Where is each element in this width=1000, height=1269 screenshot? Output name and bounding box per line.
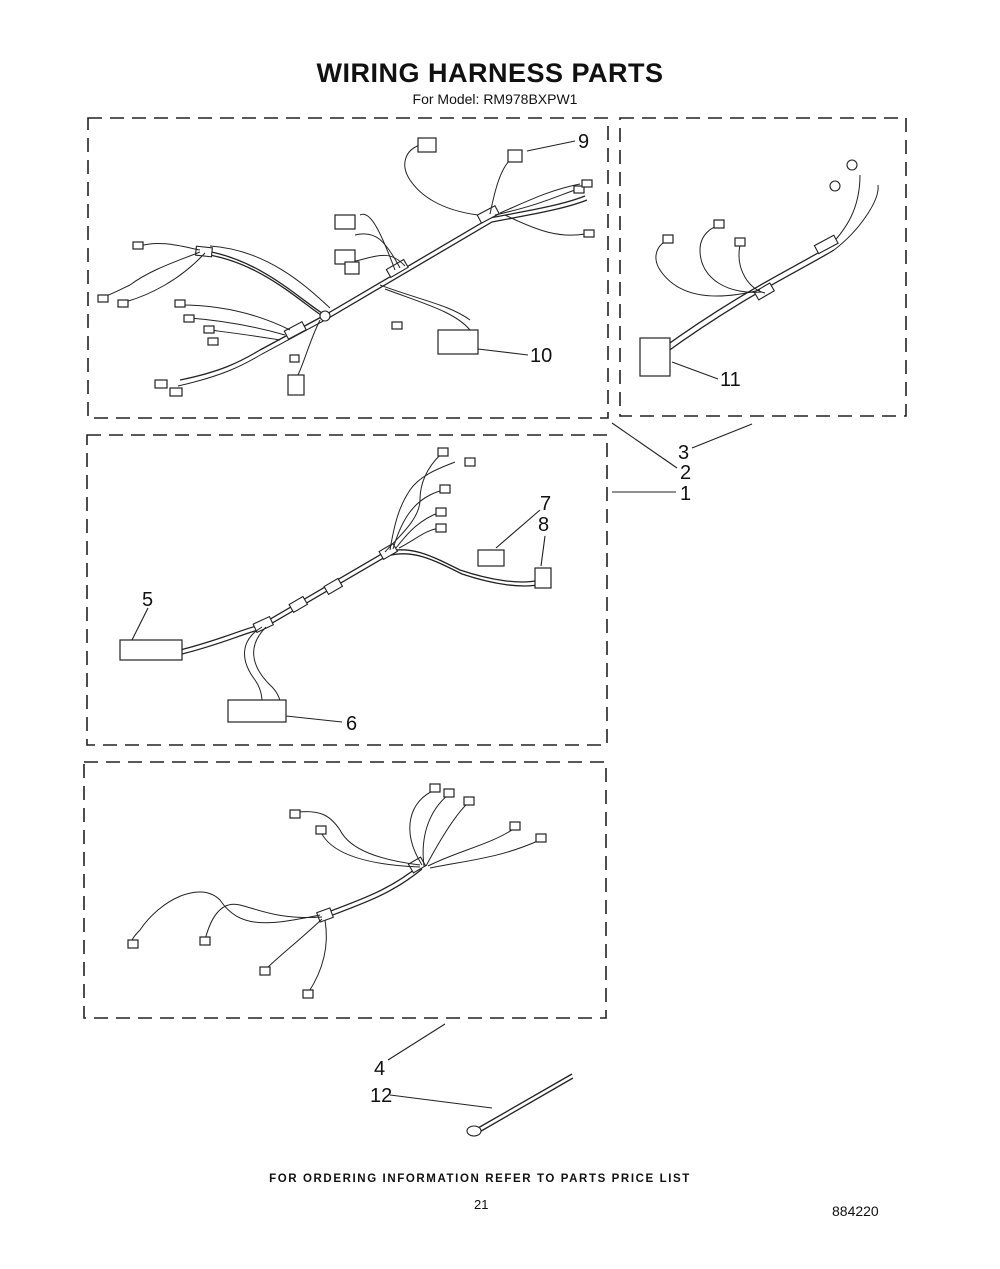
callout-11: 11 (720, 369, 741, 391)
callout-3: 3 (678, 442, 689, 464)
harness-lower (127, 783, 547, 999)
callout-12: 12 (370, 1085, 392, 1107)
page-title: WIRING HARNESS PARTS (316, 58, 664, 88)
callout-1: 1 (680, 483, 691, 505)
leader-2 (611, 422, 678, 469)
page-number: 21 (474, 1197, 489, 1212)
callout-7: 7 (540, 493, 551, 515)
leader-10 (477, 348, 529, 356)
callout-10: 10 (530, 345, 552, 367)
harness-middle (119, 447, 552, 723)
callout-4: 4 (374, 1058, 385, 1080)
leader-6 (285, 715, 343, 723)
harness-top-right (639, 159, 879, 377)
leader-12 (389, 1094, 493, 1109)
frame-small-harness (619, 117, 907, 417)
harness-top-left (97, 137, 595, 397)
frame-middle-harness (86, 434, 608, 746)
frame-lower-harness (83, 761, 607, 1019)
leader-5 (131, 607, 149, 641)
document-number: 884220 (832, 1203, 879, 1219)
ordering-note: FOR ORDERING INFORMATION REFER TO PARTS … (269, 1173, 691, 1185)
callout-6: 6 (346, 713, 357, 735)
model-subtitle: For Model: RM978BXPW1 (412, 91, 578, 107)
leader-8 (540, 535, 546, 567)
leader-3 (691, 423, 753, 449)
callout-9: 9 (578, 131, 589, 153)
frame-main-harness (87, 117, 609, 419)
callout-8: 8 (538, 514, 549, 536)
cable-tie (466, 1073, 574, 1137)
leader-7 (495, 509, 541, 549)
leader-4 (387, 1023, 446, 1061)
leader-11 (671, 361, 719, 380)
callout-2: 2 (680, 462, 691, 484)
leader-9 (526, 140, 576, 152)
callout-5: 5 (142, 589, 153, 611)
